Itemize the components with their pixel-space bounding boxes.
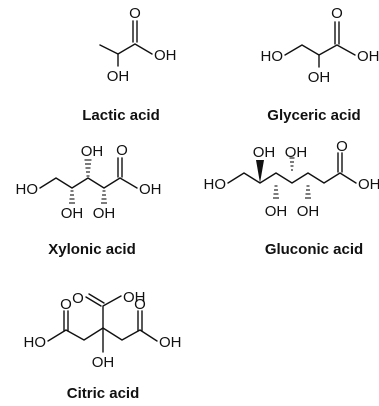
- citric-ho: HO: [24, 334, 47, 351]
- xylonic-oh-bottom-left: OH: [61, 205, 84, 222]
- glyceric-o: O: [331, 5, 343, 22]
- citric-oh-center: OH: [92, 354, 115, 371]
- citric-acid-structure: O OH O O HO OH OH Citric acid: [24, 289, 182, 402]
- xylonic-o: O: [116, 142, 128, 159]
- citric-oh-right: OH: [159, 334, 182, 351]
- glyceric-ho: HO: [261, 48, 284, 65]
- gluconic-oh-bottom-right: OH: [297, 203, 320, 220]
- gluconic-acid-name: Gluconic acid: [265, 241, 363, 258]
- lactic-o: O: [129, 5, 141, 22]
- gluconic-oh-top-left: OH: [253, 144, 276, 161]
- gluconic-oh-acid: OH: [358, 176, 379, 193]
- gluconic-stereo-bonds: [273, 157, 311, 199]
- glyceric-oh-acid: OH: [357, 48, 379, 65]
- xylonic-oh-acid: OH: [139, 181, 162, 198]
- citric-oh-top: OH: [123, 289, 146, 306]
- citric-o-right: O: [134, 296, 146, 313]
- xylonic-acid-name: Xylonic acid: [48, 241, 136, 258]
- xylonic-oh-bottom-right: OH: [93, 205, 116, 222]
- glyceric-acid-name: Glyceric acid: [267, 107, 360, 124]
- gluconic-oh-bottom-left: OH: [265, 203, 288, 220]
- lactic-oh-acid: OH: [154, 47, 177, 64]
- xylonic-stereo-bonds: [69, 159, 107, 204]
- gluconic-oh-top-right: OH: [285, 144, 308, 161]
- lactic-acid-structure: O OH OH Lactic acid: [82, 5, 176, 124]
- xylonic-oh-top: OH: [81, 143, 104, 160]
- lactic-oh: OH: [107, 68, 130, 85]
- gluconic-acid-structure: OH OH O HO OH OH OH Gluconic acid: [204, 138, 379, 258]
- gluconic-wedge-bond: [256, 160, 264, 183]
- xylonic-acid-structure: OH O HO OH OH OH Xylonic acid: [16, 142, 162, 258]
- citric-acid-name: Citric acid: [67, 385, 140, 402]
- gluconic-o: O: [336, 138, 348, 155]
- lactic-acid-name: Lactic acid: [82, 107, 160, 124]
- xylonic-ho: HO: [16, 181, 39, 198]
- citric-o-top: O: [72, 290, 84, 307]
- glyceric-acid-structure: O HO OH OH Glyceric acid: [261, 5, 379, 124]
- glyceric-oh: OH: [308, 69, 331, 86]
- citric-o-left: O: [60, 296, 72, 313]
- gluconic-ho: HO: [204, 176, 227, 193]
